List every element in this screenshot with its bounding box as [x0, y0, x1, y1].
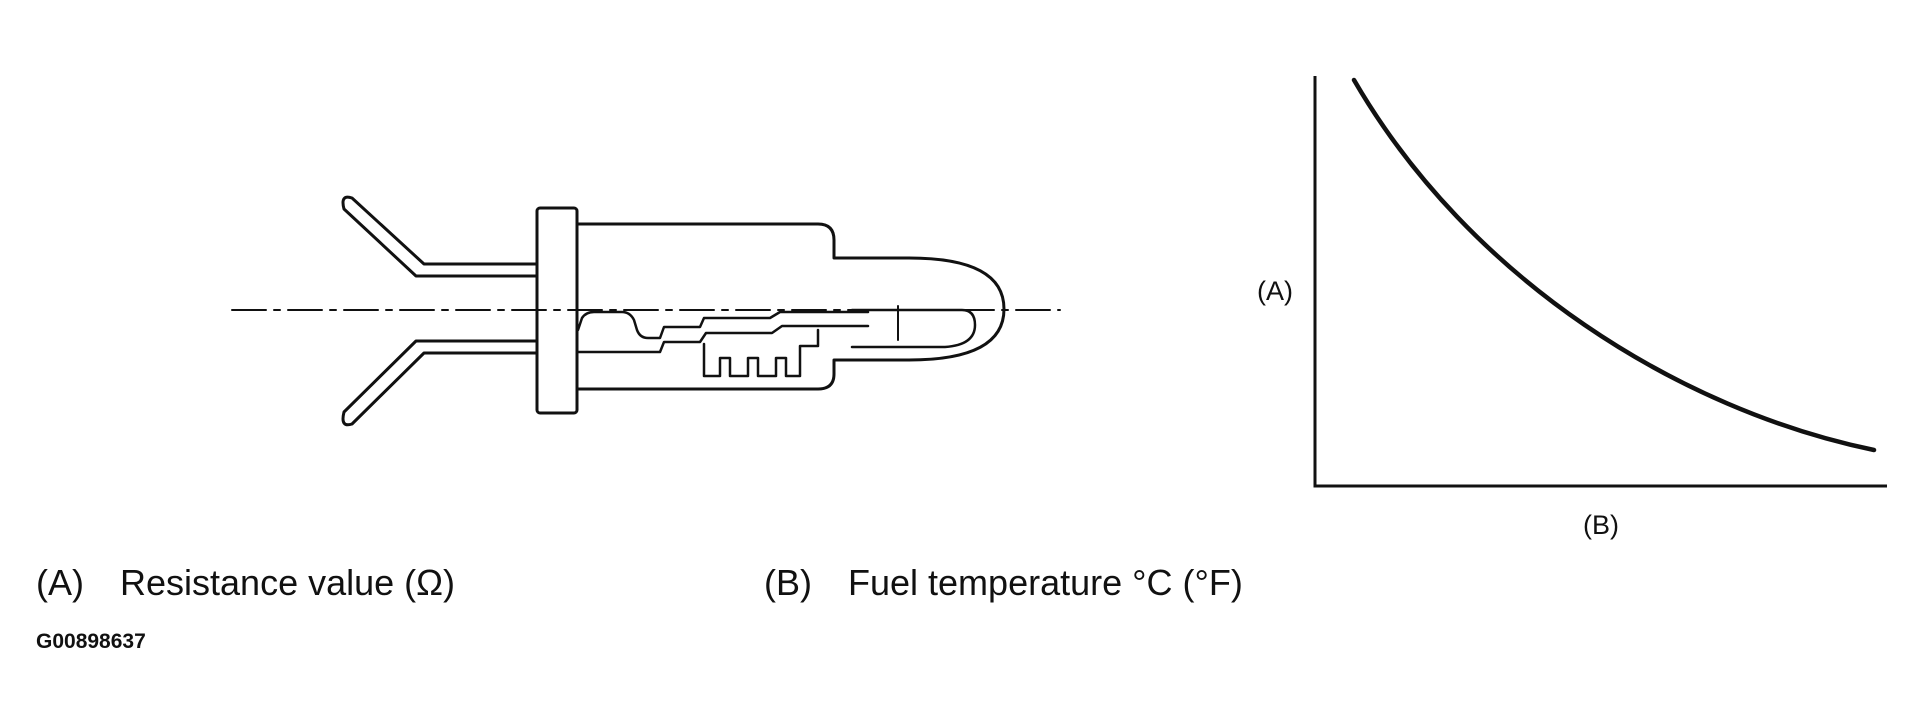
upper-terminal-wire [341, 195, 539, 278]
internal-lead-2 [575, 324, 870, 354]
graph-axes [1313, 76, 1887, 488]
legend-text-a: Resistance value (Ω) [120, 562, 456, 603]
lower-terminal-wire [341, 339, 539, 427]
sensor-flange [535, 206, 579, 415]
legend-text-b: Fuel temperature °C (°F) [848, 562, 1243, 603]
legend-key-a: (A) [36, 562, 84, 603]
graph-y-axis-label: (A) [1257, 276, 1293, 306]
graph-x-axis-label: (B) [1583, 510, 1619, 540]
internal-lead [575, 310, 870, 340]
legend-key-b: (B) [764, 562, 812, 603]
internal-fins [702, 328, 820, 378]
resistance-curve [1351, 77, 1877, 453]
characteristic-graph [1313, 76, 1887, 488]
thermistor-tip [850, 308, 977, 349]
sensor-body [575, 222, 1006, 391]
figure-code: G00898637 [36, 630, 146, 653]
fuel-temperature-sensor-drawing [231, 195, 1061, 427]
